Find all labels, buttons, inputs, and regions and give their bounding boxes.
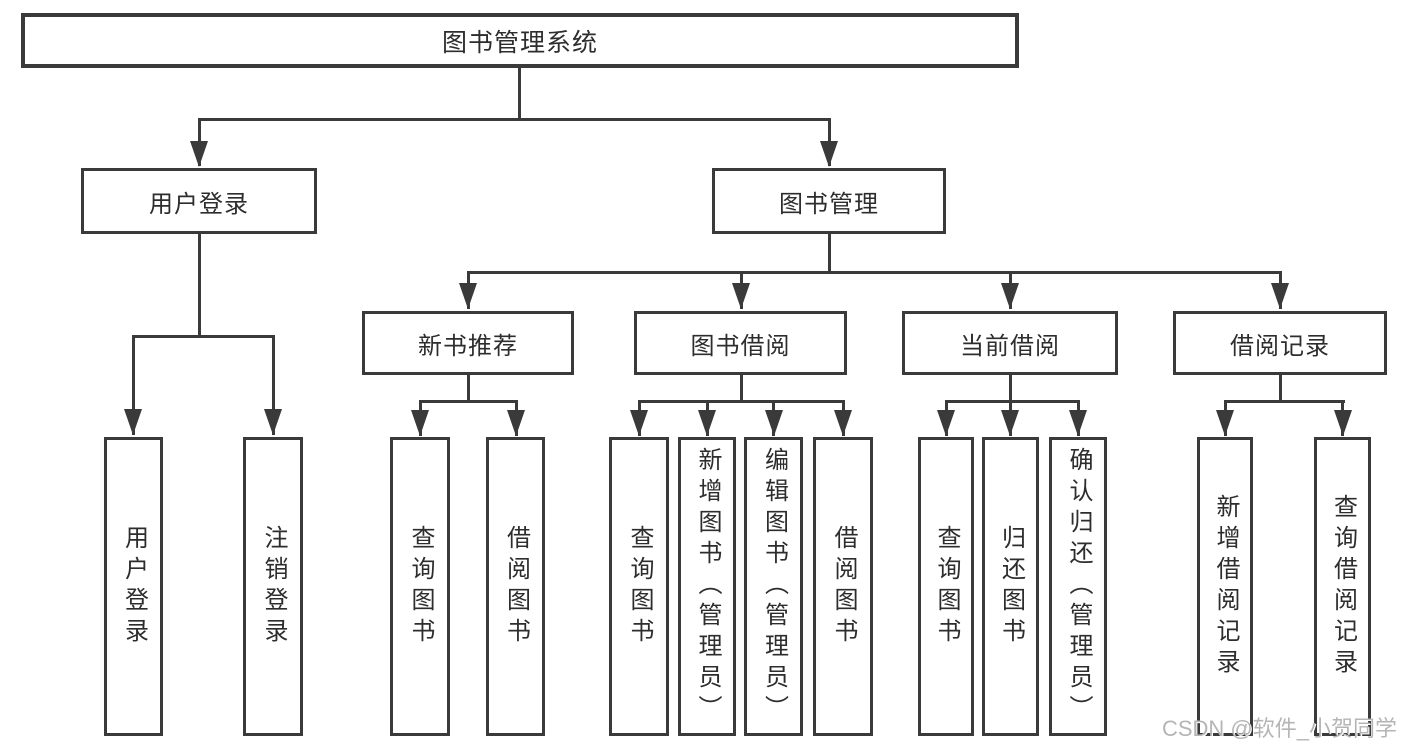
arrow-down-icon bbox=[1001, 410, 1019, 436]
leaf-query-books-borrowing: 查询图书 bbox=[609, 437, 669, 736]
connector-line bbox=[198, 118, 831, 121]
leaf-query-books-current: 查询图书 bbox=[918, 437, 974, 736]
arrow-down-icon bbox=[937, 410, 955, 436]
arrow-down-icon bbox=[765, 410, 783, 436]
connector-line bbox=[740, 375, 743, 402]
connector-line bbox=[518, 67, 521, 120]
node-label: 当前借阅 bbox=[960, 332, 1060, 360]
connector-line bbox=[198, 233, 201, 336]
arrow-down-icon bbox=[732, 283, 750, 309]
leaf-label: 确认归还（管理员） bbox=[1065, 447, 1092, 726]
leaf-label: 用户登录 bbox=[120, 524, 148, 649]
leaf-user-login: 用户登录 bbox=[104, 437, 163, 736]
leaf-logout: 注销登录 bbox=[243, 437, 303, 736]
leaf-return-books: 归还图书 bbox=[982, 437, 1039, 736]
connector-line bbox=[467, 375, 470, 402]
node-label: 图书借阅 bbox=[690, 332, 791, 360]
leaf-label: 注销登录 bbox=[260, 524, 287, 649]
arrow-down-icon bbox=[698, 410, 716, 436]
arrow-down-icon bbox=[1001, 283, 1019, 309]
node-borrowing-records: 借阅记录 bbox=[1173, 311, 1387, 375]
leaf-label: 查询图书 bbox=[626, 524, 653, 649]
arrow-down-icon bbox=[264, 409, 282, 435]
arrow-down-icon bbox=[1271, 283, 1289, 309]
leaf-query-borrow-record: 查询借阅记录 bbox=[1314, 437, 1371, 736]
leaf-label: 归还图书 bbox=[997, 524, 1025, 649]
arrow-down-icon bbox=[630, 410, 648, 436]
connector-line bbox=[638, 400, 845, 403]
arrow-down-icon bbox=[411, 410, 429, 436]
leaf-label: 新增图书（管理员） bbox=[694, 447, 721, 726]
arrow-down-icon bbox=[190, 141, 208, 167]
connector-line bbox=[1279, 375, 1282, 402]
connector-line bbox=[467, 271, 1282, 274]
node-user-login: 用户登录 bbox=[81, 168, 317, 234]
leaf-label: 新增借阅记录 bbox=[1212, 493, 1239, 680]
connector-line bbox=[272, 335, 275, 435]
arrow-down-icon bbox=[459, 283, 477, 309]
connector-line bbox=[945, 400, 1080, 403]
connector-line bbox=[132, 335, 275, 338]
node-new-book-recommendation: 新书推荐 bbox=[362, 311, 574, 375]
arrow-down-icon bbox=[1069, 410, 1087, 436]
leaf-borrow-books-recommend: 借阅图书 bbox=[486, 437, 545, 736]
leaf-add-borrow-record: 新增借阅记录 bbox=[1197, 437, 1253, 736]
arrow-down-icon bbox=[1334, 410, 1352, 436]
arrow-down-icon bbox=[834, 410, 852, 436]
leaf-edit-books-admin: 编辑图书（管理员） bbox=[744, 437, 803, 736]
arrow-down-icon bbox=[507, 410, 525, 436]
node-label: 图书管理系统 bbox=[441, 28, 598, 57]
connector-line bbox=[132, 335, 135, 435]
node-label: 新书推荐 bbox=[418, 332, 518, 360]
leaf-label: 编辑图书（管理员） bbox=[760, 447, 788, 726]
leaf-confirm-return-admin: 确认归还（管理员） bbox=[1049, 437, 1107, 736]
leaf-label: 借阅图书 bbox=[502, 524, 530, 649]
node-label: 图书管理 bbox=[779, 190, 879, 218]
leaf-borrow-books: 借阅图书 bbox=[813, 437, 873, 736]
node-label: 用户登录 bbox=[149, 190, 249, 218]
leaf-label: 查询图书 bbox=[407, 524, 434, 649]
arrow-down-icon bbox=[820, 141, 838, 167]
connector-line bbox=[419, 400, 518, 403]
node-book-borrowing: 图书借阅 bbox=[634, 311, 847, 375]
arrow-down-icon bbox=[124, 409, 142, 435]
connector-line bbox=[1224, 400, 1345, 403]
leaf-add-books-admin: 新增图书（管理员） bbox=[678, 437, 736, 736]
arrow-down-icon bbox=[1216, 410, 1234, 436]
connector-line bbox=[1009, 375, 1012, 402]
leaf-query-books-recommend: 查询图书 bbox=[390, 437, 450, 736]
leaf-label: 查询图书 bbox=[933, 524, 960, 649]
node-label: 借阅记录 bbox=[1230, 332, 1330, 360]
node-library-management-system: 图书管理系统 bbox=[21, 13, 1019, 68]
leaf-label: 借阅图书 bbox=[830, 524, 857, 649]
node-current-borrowing: 当前借阅 bbox=[902, 311, 1118, 375]
leaf-label: 查询借阅记录 bbox=[1329, 493, 1357, 680]
node-book-management: 图书管理 bbox=[712, 168, 946, 234]
connector-line bbox=[828, 233, 831, 273]
